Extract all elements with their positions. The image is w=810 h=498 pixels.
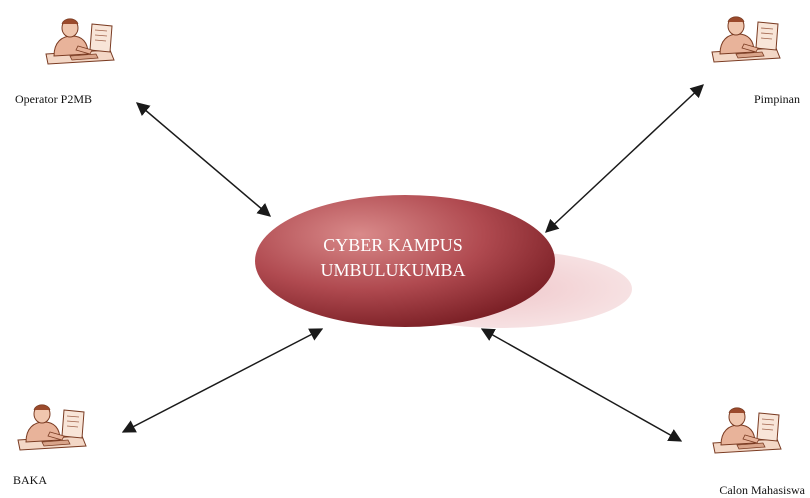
- person-at-desk-icon: [711, 16, 781, 63]
- actor-baka: BAKA: [13, 404, 87, 487]
- arrow-baka: [121, 328, 324, 433]
- center-label-line2: UMBULUKUMBA: [320, 260, 465, 280]
- center-label-line1: CYBER KAMPUS: [323, 235, 463, 255]
- actor-operator-p2mb: Operator P2MB: [15, 18, 115, 106]
- actor-label-pimpinan: Pimpinan: [754, 92, 800, 106]
- arrow-operator: [135, 102, 272, 217]
- arrow-calon-mahasiswa: [480, 328, 683, 442]
- actor-label-calon-mahasiswa: Calon Mahasiswa: [719, 483, 805, 497]
- actor-pimpinan: Pimpinan: [711, 16, 800, 106]
- actor-calon-mahasiswa: Calon Mahasiswa: [712, 407, 806, 497]
- person-at-desk-icon: [45, 18, 115, 65]
- arrow-pimpinan: [545, 84, 704, 233]
- actor-label-baka: BAKA: [13, 473, 47, 487]
- person-at-desk-icon: [712, 407, 782, 454]
- center-ellipse: [255, 195, 555, 327]
- actor-label-operator: Operator P2MB: [15, 92, 92, 106]
- person-at-desk-icon: [17, 404, 87, 451]
